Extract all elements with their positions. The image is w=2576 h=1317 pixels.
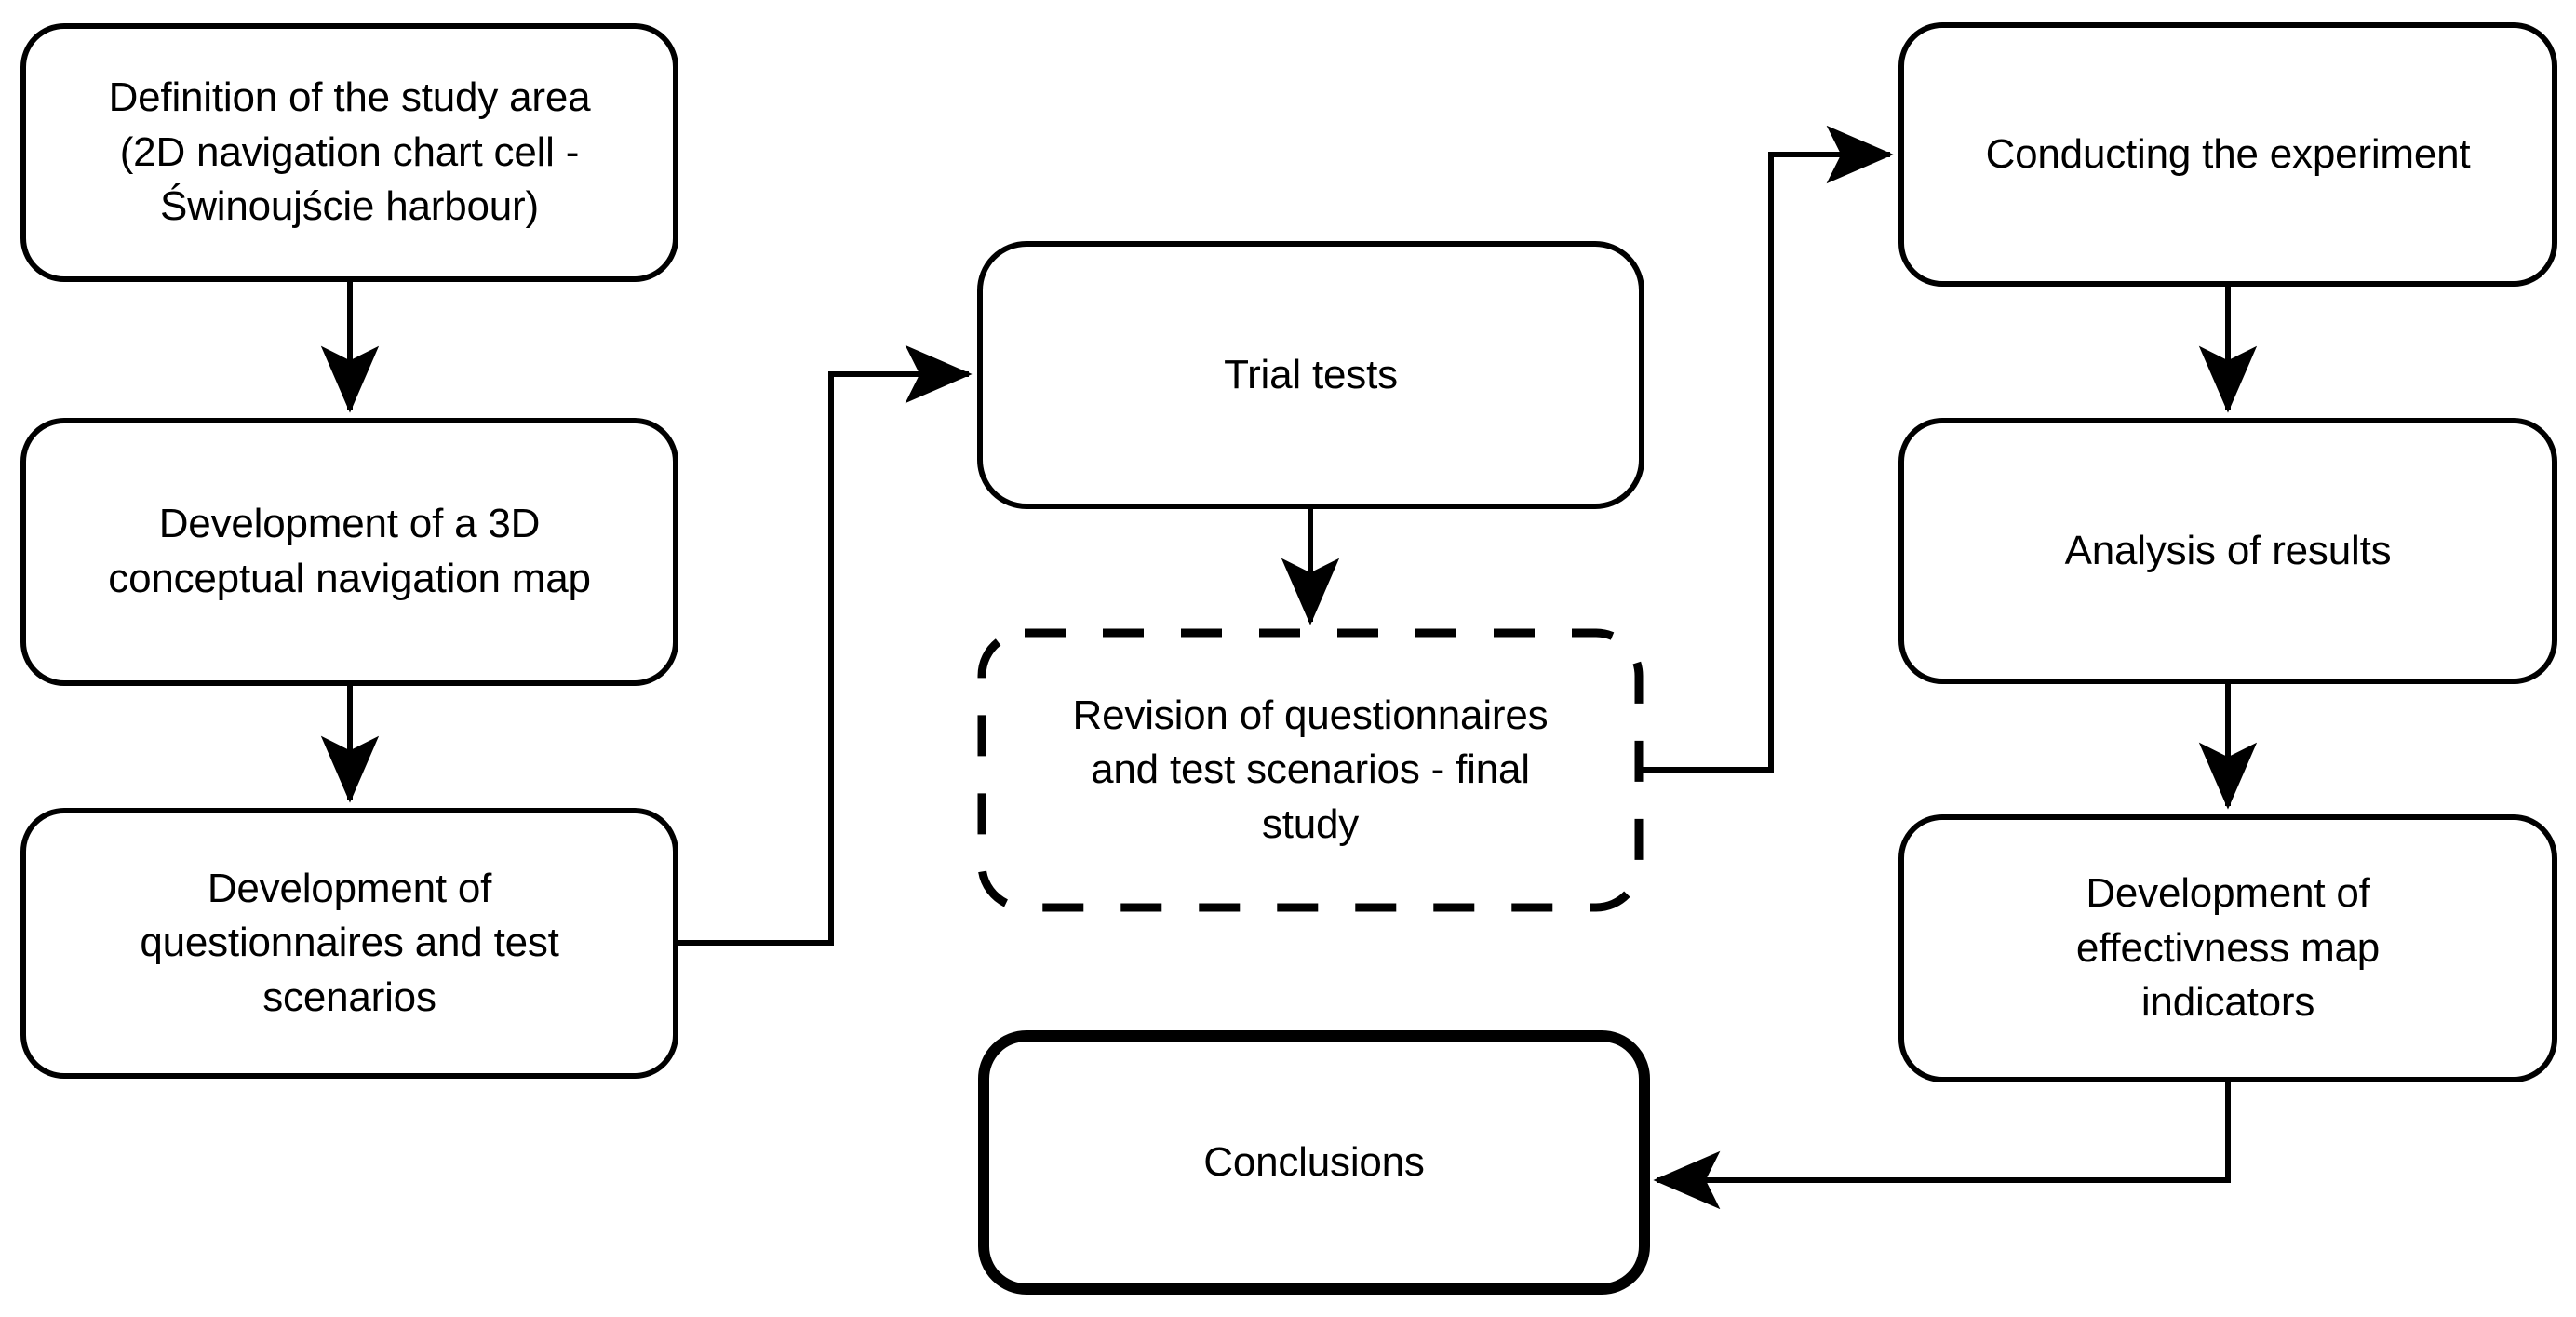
edge-effectiveness-to-conclusions [1653,1080,2231,1210]
node-analysis-shape[interactable] [1898,418,2557,684]
node-revision-shape[interactable] [977,628,1644,912]
node-effectiveness-shape[interactable] [1898,814,2557,1082]
node-study-area-shape[interactable] [20,23,678,282]
node-experiment-shape[interactable] [1898,22,2557,287]
node-conclusions-shape[interactable] [978,1030,1650,1295]
node-trial-tests-shape[interactable] [977,241,1644,509]
node-questionnaires-shape[interactable] [20,808,678,1079]
node-conceptual-map-shape[interactable] [20,418,678,686]
edge-questionnaires-to-trial-tests [676,344,973,946]
edge-revision-to-experiment [1639,125,1894,773]
